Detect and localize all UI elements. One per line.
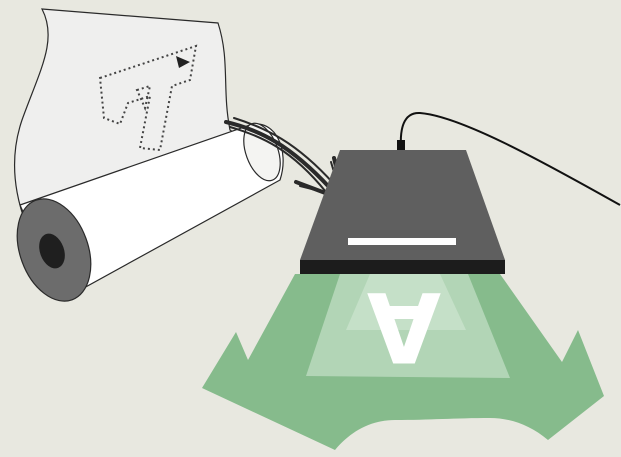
cutter-base	[300, 260, 505, 274]
dotted-letter-outline	[98, 44, 198, 152]
vinyl-cutter-icon	[300, 150, 505, 274]
svg-text:A: A	[367, 270, 441, 382]
cutter-slot	[348, 238, 456, 245]
outline-arrow-marker	[176, 56, 190, 68]
projection-beam	[202, 274, 604, 450]
cable-plug	[397, 140, 405, 152]
projected-letter: A	[367, 270, 441, 382]
cable-icon	[399, 111, 621, 206]
